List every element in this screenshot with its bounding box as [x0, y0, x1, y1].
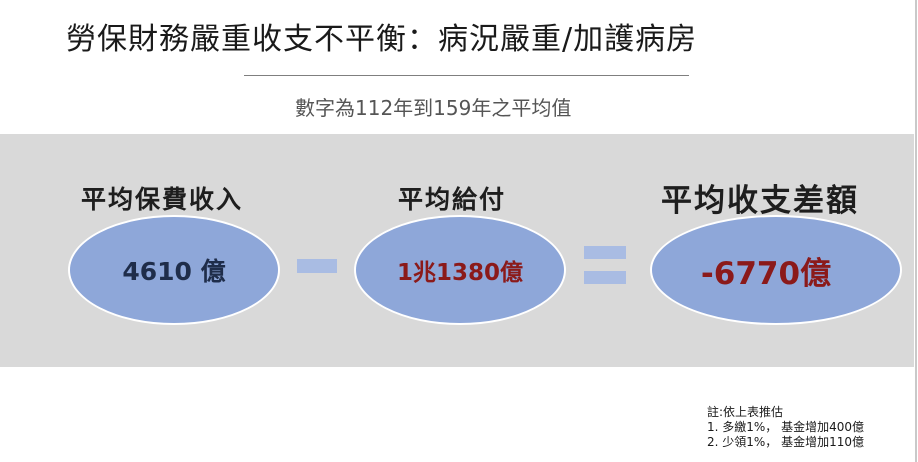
footnote-heading: 註:依上表推估 — [707, 405, 784, 419]
minus-icon — [297, 259, 337, 273]
payout-label: 平均給付 — [398, 185, 507, 214]
payout-value: 1兆1380億 — [396, 260, 524, 286]
income-ellipse: 4610 億 — [68, 215, 280, 325]
equals-icon-top-bar — [584, 246, 626, 259]
difference-ellipse: -6770億 — [650, 215, 902, 325]
title-divider — [244, 75, 689, 76]
footnote-item: 1. 多繳1%， 基金增加400億 — [707, 420, 865, 434]
footnote: 註:依上表推估 1. 多繳1%， 基金增加400億 2. 少領1%， 基金增加1… — [707, 405, 864, 450]
footnote-item: 2. 少領1%， 基金增加110億 — [707, 435, 865, 449]
difference-label: 平均收支差額 — [661, 183, 859, 219]
income-value: 4610 億 — [122, 257, 226, 286]
equals-icon-bottom-bar — [584, 271, 626, 284]
difference-value: -6770億 — [700, 255, 832, 292]
payout-ellipse: 1兆1380億 — [354, 215, 566, 325]
income-label: 平均保費收入 — [81, 185, 244, 214]
page-title: 勞保財務嚴重收支不平衡：病況嚴重/加護病房 — [66, 22, 698, 57]
page-subtitle: 數字為112年到159年之平均值 — [295, 96, 572, 120]
right-border — [915, 0, 917, 462]
